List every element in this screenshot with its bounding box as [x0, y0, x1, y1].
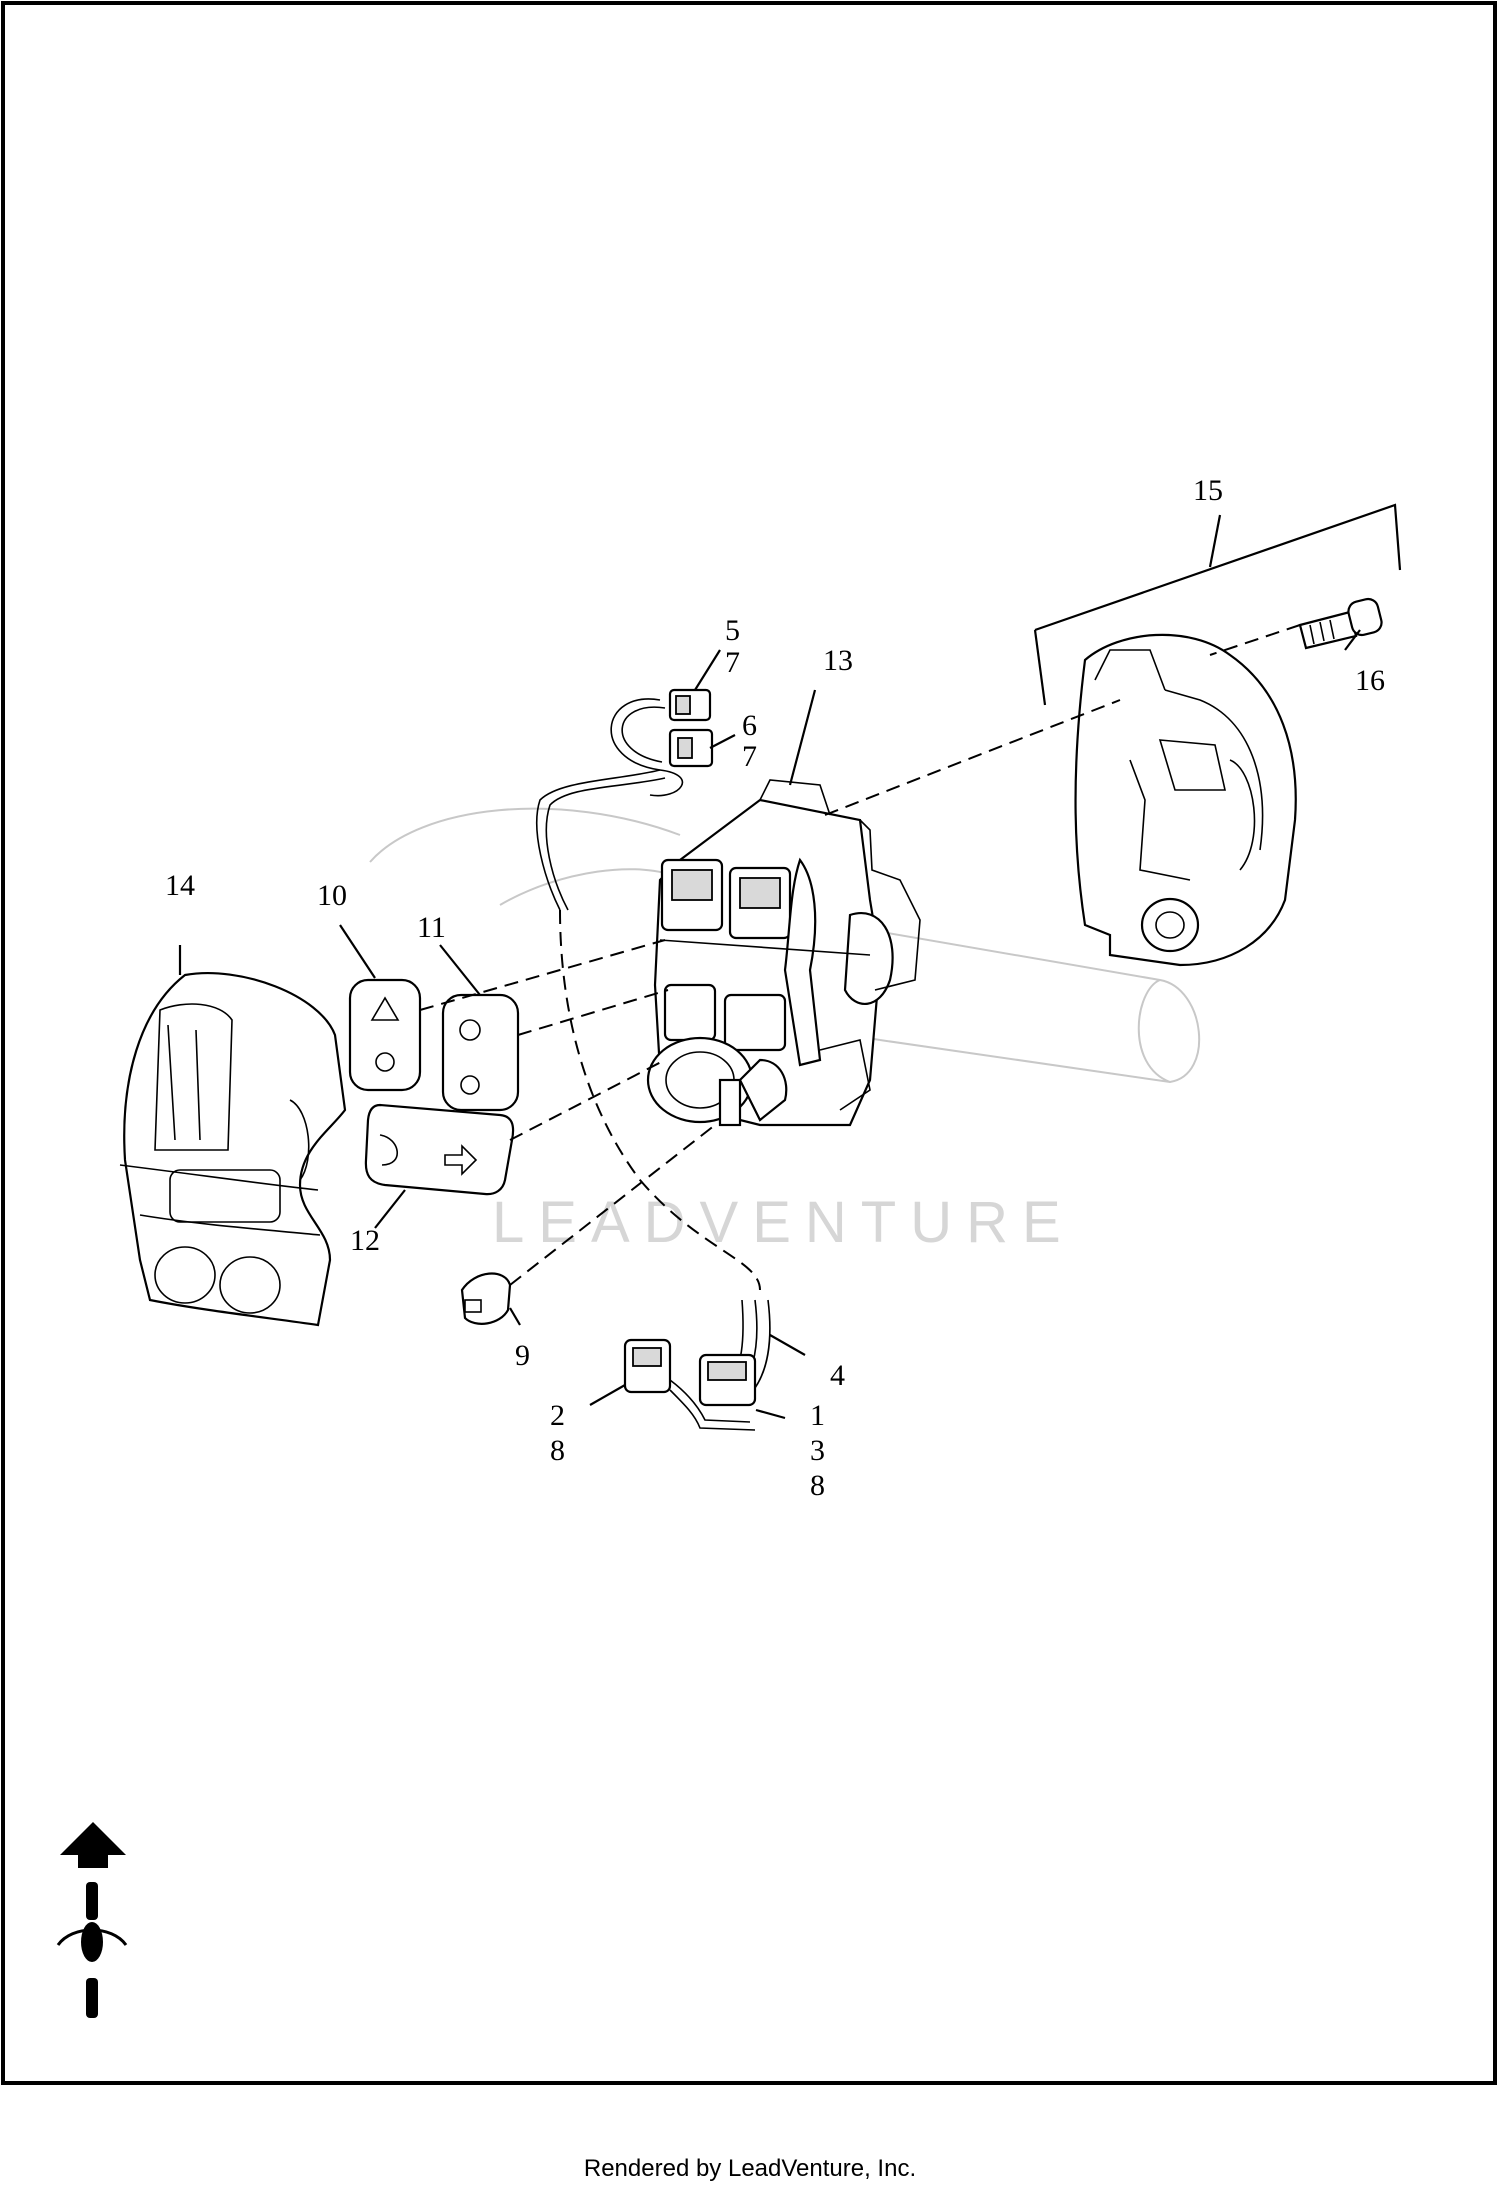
switch-assembly	[646, 779, 921, 1127]
switch-housing-upper	[1074, 633, 1297, 967]
callout-3: 3	[810, 1434, 825, 1467]
connector-pair-upper	[536, 688, 714, 911]
harness-route-line	[559, 909, 761, 1291]
bracket-15	[1033, 503, 1402, 706]
callout-15: 15	[1193, 474, 1223, 507]
callout-2: 2	[550, 1399, 565, 1432]
watermark-text: LEADVENTURE	[492, 1190, 1075, 1255]
assembly-dash-lines	[419, 624, 1301, 1286]
parts-diagram: LEADVENTURE	[1, 1, 1497, 2085]
callout-14: 14	[165, 869, 195, 902]
callout-13: 13	[823, 644, 853, 677]
cruise-switch-cap	[441, 993, 520, 1112]
housing-screw	[1298, 597, 1383, 650]
leader-lines	[178, 629, 1361, 1420]
callout-5: 5	[725, 614, 740, 647]
diagram-border	[1, 1, 1497, 2085]
callout-4: 4	[830, 1359, 845, 1392]
callout-6: 6	[742, 709, 757, 742]
callout-labels: 5 7 6 7 13 15 16 14 10 11 12 9 4 2 8 1 3…	[165, 474, 1385, 1502]
turn-signal-switch-cap	[364, 1103, 515, 1196]
callout-7-lower: 7	[742, 740, 757, 773]
knob-cap	[460, 1272, 512, 1325]
front-direction-arrow-icon	[56, 1822, 128, 2018]
callout-9: 9	[515, 1339, 530, 1372]
callout-10: 10	[317, 879, 347, 912]
callout-8-right: 8	[810, 1469, 825, 1502]
exploded-view-svg: LEADVENTURE	[1, 1, 1497, 2085]
callout-1: 1	[810, 1399, 825, 1432]
footer-credit: Rendered by LeadVenture, Inc.	[583, 2155, 917, 2182]
callout-8-left: 8	[550, 1434, 565, 1467]
callout-11: 11	[417, 911, 446, 944]
callout-7-upper: 7	[725, 646, 740, 679]
callout-12: 12	[350, 1224, 380, 1257]
hazard-switch-cap	[348, 978, 422, 1092]
callout-16: 16	[1355, 664, 1385, 697]
switch-housing-lower	[119, 971, 347, 1327]
connector-pair-lower	[623, 1299, 771, 1431]
